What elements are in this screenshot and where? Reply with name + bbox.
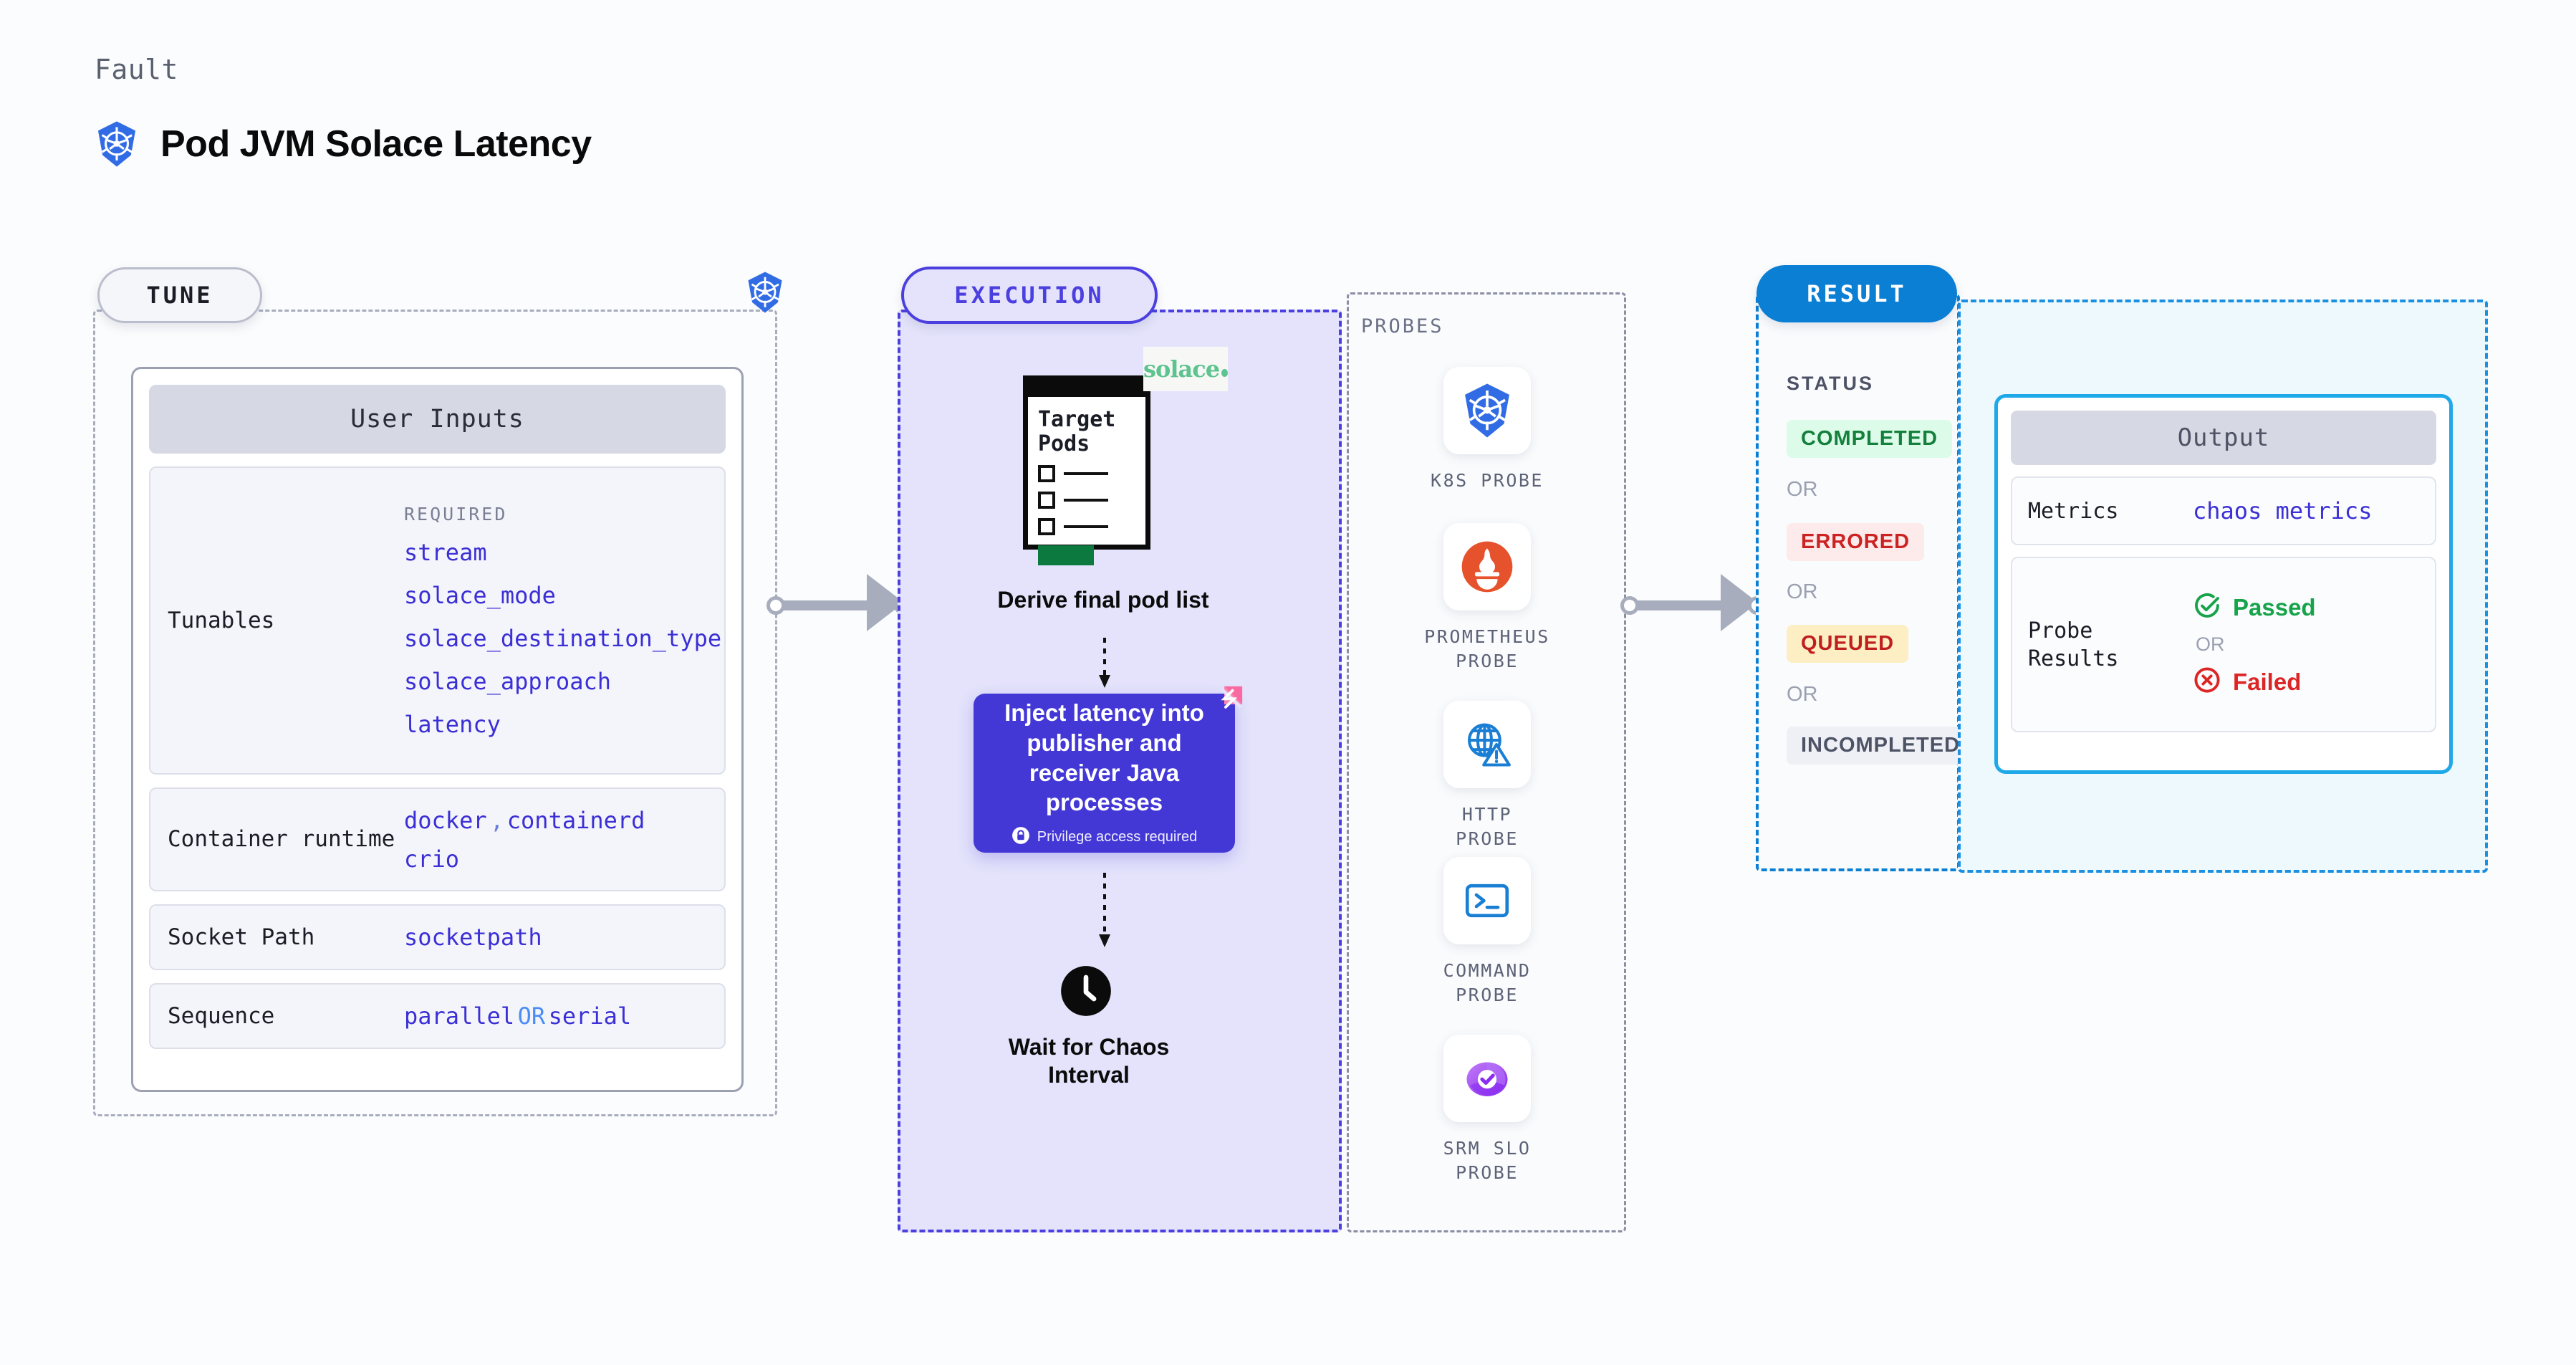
tune-kubernetes-icon — [745, 271, 785, 317]
probe-results-values: Passed OR Failed — [2193, 591, 2316, 698]
target-pods-document: Target Pods — [1023, 375, 1150, 565]
tunable-solace-mode[interactable]: solace_mode — [404, 581, 556, 609]
terminal-icon — [1443, 857, 1531, 944]
lock-icon — [1011, 826, 1030, 848]
srm-slo-donut-icon — [1443, 1035, 1531, 1122]
kubernetes-icon — [1443, 367, 1531, 454]
document-titlebar — [1023, 375, 1150, 397]
container-runtime-label: Container runtime — [168, 826, 395, 853]
solace-logo: solace — [1143, 347, 1228, 391]
page-title-row: Pod JVM Solace Latency — [95, 120, 592, 168]
wait-chaos-interval-caption: Wait for Chaos Interval — [1008, 1034, 1170, 1088]
result-section — [1756, 294, 1960, 871]
tune-section — [93, 310, 777, 1116]
kubernetes-icon — [95, 120, 139, 168]
probe-k8s-label: K8S PROBE — [1431, 470, 1544, 491]
inject-latency-node[interactable]: Inject latency into publisher and receiv… — [974, 686, 1243, 853]
tunable-solace-approach[interactable]: solace_approach — [404, 667, 611, 695]
probe-results-label: Probe Results — [2028, 618, 2119, 671]
socket-path-values: socketpath — [404, 924, 707, 951]
sequence-values: parallel OR serial — [404, 1002, 707, 1030]
probe-failed-label: Failed — [2233, 668, 2302, 695]
container-runtime-values: docker , containerd crio — [404, 807, 707, 873]
derive-pod-list-caption: Derive final pod list — [997, 587, 1209, 613]
probe-result-or: OR — [2196, 633, 2225, 655]
prometheus-icon — [1443, 523, 1531, 610]
sequence-row: Sequence parallel OR serial — [149, 983, 726, 1049]
status-or-1: OR — [1787, 478, 1818, 501]
probe-http-label: HTTP PROBE — [1456, 804, 1519, 849]
tunable-solace-destination-type[interactable]: solace_destination_type — [404, 624, 722, 652]
sequence-or: OR — [517, 1002, 546, 1030]
metrics-row: Metrics chaos metrics — [2011, 476, 2436, 545]
probe-prometheus-label: PROMETHEUS PROBE — [1424, 626, 1550, 671]
probe-result-passed: Passed — [2193, 591, 2316, 623]
probe-results-row: Probe Results Passed OR — [2011, 557, 2436, 732]
user-inputs-card: User Inputs Tunables REQUIRED stream sol… — [131, 367, 744, 1092]
arrow-inject-to-wait — [1099, 873, 1110, 947]
probe-srm-slo[interactable]: SRM SLO PROBE — [1430, 1035, 1544, 1185]
status-or-3: OR — [1787, 683, 1818, 706]
probe-command-label: COMMAND PROBE — [1443, 960, 1532, 1005]
http-globe-warning-icon — [1443, 701, 1531, 788]
socket-path-row: Socket Path socketpath — [149, 904, 726, 970]
status-badge-completed: COMPLETED — [1787, 420, 1953, 458]
probe-k8s[interactable]: K8S PROBE — [1430, 367, 1544, 493]
execution-pill[interactable]: EXECUTION — [901, 267, 1158, 324]
required-tag: REQUIRED — [404, 503, 508, 525]
x-circle-icon — [2193, 666, 2221, 698]
tunables-label: Tunables — [168, 607, 275, 633]
runtime-separator: , — [490, 806, 504, 834]
target-pods-label: Target Pods — [1038, 407, 1116, 456]
inject-latency-title: Inject latency into publisher and receiv… — [1004, 699, 1204, 816]
metrics-label: Metrics — [2028, 498, 2119, 524]
probe-passed-label: Passed — [2233, 593, 2316, 621]
tunables-row: Tunables REQUIRED stream solace_mode sol… — [149, 466, 726, 775]
page-title: Pod JVM Solace Latency — [160, 123, 592, 165]
socket-path-label: Socket Path — [168, 924, 315, 950]
privilege-text: Privilege access required — [1037, 828, 1198, 845]
probe-srm-slo-label: SRM SLO PROBE — [1443, 1138, 1532, 1183]
result-pill[interactable]: RESULT — [1756, 265, 1957, 322]
status-badge-errored: ERRORED — [1787, 523, 1925, 561]
doc-checkbox-row — [1038, 518, 1108, 535]
arrow-doc-to-inject — [1099, 638, 1110, 688]
user-inputs-title: User Inputs — [149, 385, 726, 454]
probe-command[interactable]: COMMAND PROBE — [1430, 857, 1544, 1007]
sequence-parallel[interactable]: parallel — [404, 1002, 515, 1030]
tunables-values: REQUIRED stream solace_mode solace_desti… — [404, 504, 721, 738]
status-badge-queued: QUEUED — [1787, 625, 1909, 663]
doc-checkbox-row — [1038, 492, 1108, 509]
socket-path-value[interactable]: socketpath — [404, 924, 542, 951]
tunable-stream[interactable]: stream — [404, 538, 487, 566]
status-label: STATUS — [1787, 373, 1874, 394]
privilege-note: Privilege access required — [1011, 826, 1197, 848]
solace-logo-text: solace — [1143, 355, 1220, 383]
chaos-ribbon-icon — [1203, 684, 1245, 729]
runtime-docker[interactable]: docker — [404, 806, 487, 834]
runtime-containerd[interactable]: containerd — [506, 806, 645, 834]
output-title: Output — [2011, 411, 2436, 465]
wait-clock-icon — [1059, 964, 1113, 1022]
output-card: Output Metrics chaos metrics Probe Resul… — [1994, 394, 2453, 774]
status-badge-incompleted: INCOMPLETED — [1787, 727, 1975, 765]
container-runtime-row: Container runtime docker , containerd cr… — [149, 787, 726, 891]
sequence-serial[interactable]: serial — [548, 1002, 632, 1030]
tunable-latency[interactable]: latency — [404, 710, 501, 738]
tune-pill[interactable]: TUNE — [97, 267, 262, 323]
probe-http[interactable]: HTTP PROBE — [1430, 701, 1544, 851]
runtime-crio[interactable]: crio — [404, 845, 460, 873]
probe-prometheus[interactable]: PROMETHEUS PROBE — [1424, 523, 1548, 674]
metrics-value[interactable]: chaos metrics — [2193, 497, 2373, 525]
sequence-label: Sequence — [168, 1002, 275, 1029]
doc-progress-bar — [1038, 545, 1094, 565]
check-circle-icon — [2193, 591, 2221, 623]
status-or-2: OR — [1787, 580, 1818, 603]
probes-section-label: PROBES — [1361, 315, 1444, 337]
doc-checkbox-row — [1038, 465, 1108, 482]
fault-kicker: Fault — [95, 54, 178, 85]
probe-result-failed: Failed — [2193, 666, 2316, 698]
solace-logo-dot — [1221, 368, 1228, 377]
